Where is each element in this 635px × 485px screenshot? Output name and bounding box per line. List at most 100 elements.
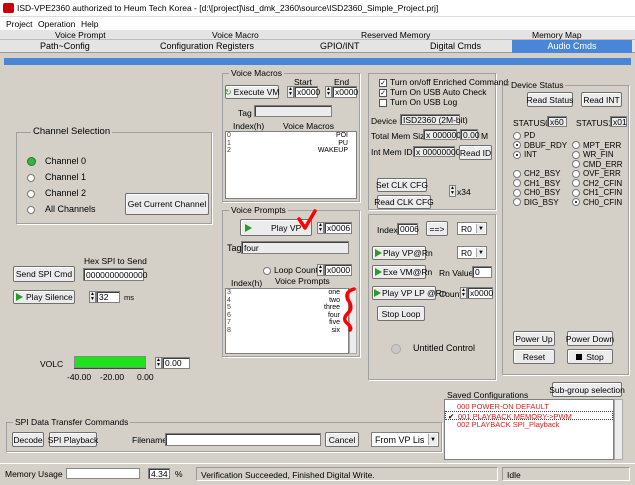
- total-mem-m: M: [481, 131, 489, 141]
- reset-button[interactable]: Reset: [513, 349, 555, 364]
- usb-log-checkbox[interactable]: Turn On USB Log: [379, 97, 457, 107]
- play-vp-rn-button[interactable]: Play VP@Rn: [372, 246, 433, 260]
- enriched-checkbox[interactable]: ✓Turn on/off Enriched Commands: [379, 77, 513, 87]
- saved-scrollbar[interactable]: [614, 399, 623, 460]
- tab-gpio-int[interactable]: GPIO/INT: [320, 41, 360, 51]
- macro-tag-field[interactable]: [254, 105, 332, 117]
- radio-icon: [513, 169, 521, 178]
- power-up-button[interactable]: Power Up: [513, 331, 555, 346]
- stop-button[interactable]: Stop: [567, 349, 613, 364]
- status-flag: CMD_ERR: [572, 160, 630, 170]
- all-channels-option[interactable]: All Channels: [27, 204, 96, 214]
- spi-transfer-group: SPI Data Transfer Commands Decode SPI Pl…: [6, 417, 442, 452]
- tab-voice-prompt[interactable]: Voice Prompt: [55, 30, 106, 40]
- from-vp-list-dropdown[interactable]: From VP Lis▼: [371, 432, 439, 447]
- rn-value-field[interactable]: 0: [472, 266, 492, 278]
- tab-row-top: Voice Prompt Voice Macro Reserved Memory…: [0, 30, 635, 40]
- saved-config-item[interactable]: ✔001 PLAYBACK MEMORY->PWM: [445, 411, 613, 421]
- menu-project[interactable]: Project: [6, 19, 33, 29]
- filename-input[interactable]: [165, 433, 321, 446]
- channel-1-option[interactable]: Channel 1: [27, 172, 86, 182]
- rn-value-label: Rn Value: [439, 268, 474, 278]
- index-field[interactable]: 0006: [397, 223, 419, 235]
- status-flag: CH0_CFIN: [572, 198, 630, 208]
- loop-count-option[interactable]: Loop Count: [263, 265, 318, 275]
- tab-digital-cmds[interactable]: Digital Cmds: [430, 41, 482, 51]
- saved-config-item[interactable]: 002 PLAYBACK SPI_Playback: [445, 420, 613, 429]
- silence-spin[interactable]: ▲▼: [89, 291, 96, 303]
- read-clk-cfg-button[interactable]: Read CLK CFG: [374, 195, 434, 209]
- channel-2-option[interactable]: Channel 2: [27, 188, 86, 198]
- loop-count-field[interactable]: x0000: [324, 264, 352, 276]
- end-field[interactable]: x0000: [332, 86, 358, 98]
- tab-audio-cmds[interactable]: Audio Cmds: [512, 40, 632, 53]
- tab-reserved-memory[interactable]: Reserved Memory: [361, 30, 431, 40]
- filename-label: Filename: [132, 435, 167, 445]
- status-flag: INT: [513, 150, 573, 160]
- channel-0-option[interactable]: Channel 0: [27, 156, 86, 167]
- clk-spin[interactable]: ▲▼: [449, 185, 456, 197]
- prompt-tag-field[interactable]: four: [241, 241, 349, 254]
- count-spin[interactable]: ▲▼: [460, 287, 467, 299]
- send-spi-cmd-button[interactable]: Send SPI Cmd: [13, 266, 75, 282]
- play-vp-lp-rn-button[interactable]: Play VP LP @Rn: [372, 286, 447, 300]
- macro-col-index: Index(h): [233, 121, 265, 131]
- usb-auto-checkbox[interactable]: ✓Turn On USB Auto Check: [379, 87, 487, 97]
- volc-value-field[interactable]: 0.00: [162, 357, 190, 369]
- hex-spi-field[interactable]: 0000000000000: [83, 268, 147, 281]
- read-status-button[interactable]: Read Status: [527, 92, 573, 107]
- play-vp-button[interactable]: Play VP: [240, 219, 312, 236]
- voice-macros-title: Voice Macros: [229, 68, 285, 78]
- prompt-tag-label: Tag: [227, 243, 242, 253]
- volc-spin[interactable]: ▲▼: [155, 357, 162, 369]
- register-dropdown-b[interactable]: R0▼: [457, 246, 487, 259]
- start-field[interactable]: x0000: [294, 86, 320, 98]
- status-message: Verification Succeeded, Finished Digital…: [201, 470, 375, 480]
- start-spin[interactable]: ▲▼: [287, 86, 294, 98]
- exe-vm-rn-button[interactable]: Exe VM@Rn: [372, 265, 432, 279]
- cancel-button[interactable]: Cancel: [325, 432, 359, 447]
- saved-configs-list[interactable]: 000 POWER-ON DEFAULT✔001 PLAYBACK MEMORY…: [444, 399, 614, 460]
- silence-field[interactable]: 32: [96, 291, 120, 303]
- commands-group: Index 0006 ==> R0▼ Play VP@Rn R0▼ Exe VM…: [368, 214, 496, 380]
- play-vp-spin[interactable]: ▲▼: [317, 222, 324, 234]
- read-int-button[interactable]: Read INT: [581, 92, 622, 107]
- menu-help[interactable]: Help: [81, 19, 99, 29]
- tab-memory-map[interactable]: Memory Map: [532, 30, 582, 40]
- tab-voice-macro[interactable]: Voice Macro: [212, 30, 259, 40]
- tab-path-config[interactable]: Path~Config: [40, 41, 90, 51]
- decode-button[interactable]: Decode: [12, 432, 44, 447]
- volc-slider[interactable]: [74, 356, 146, 368]
- stop-loop-button[interactable]: Stop Loop: [377, 306, 425, 321]
- execute-vm-button[interactable]: ↻Execute VM: [224, 85, 280, 99]
- play-silence-button[interactable]: Play Silence: [13, 290, 75, 304]
- get-current-channel-button[interactable]: Get Current Channel: [125, 193, 209, 215]
- loop-spin[interactable]: ▲▼: [317, 264, 324, 276]
- sub-group-selection-button[interactable]: Sub-group selection: [549, 382, 625, 397]
- index-go-button[interactable]: ==>: [426, 221, 448, 236]
- list-item-index: 5: [227, 304, 231, 311]
- play-vp-field[interactable]: x0006: [324, 222, 352, 234]
- spi-playback-button[interactable]: SPI Playback: [48, 432, 98, 447]
- menu-operation[interactable]: Operation: [38, 19, 76, 29]
- set-clk-cfg-button[interactable]: Set CLK CFG: [376, 178, 428, 192]
- register-dropdown-a[interactable]: R0▼: [457, 222, 487, 235]
- power-down-button[interactable]: Power Down: [566, 331, 614, 346]
- end-spin[interactable]: ▲▼: [325, 86, 332, 98]
- read-id-button[interactable]: Read ID: [459, 145, 492, 160]
- saved-config-item[interactable]: 000 POWER-ON DEFAULT: [445, 402, 613, 411]
- title-bar: ISD-VPE2360 authorized to Heum Tech Kore…: [0, 0, 635, 17]
- count-field[interactable]: x0000: [467, 287, 493, 299]
- tab-config-registers[interactable]: Configuration Registers: [160, 41, 255, 51]
